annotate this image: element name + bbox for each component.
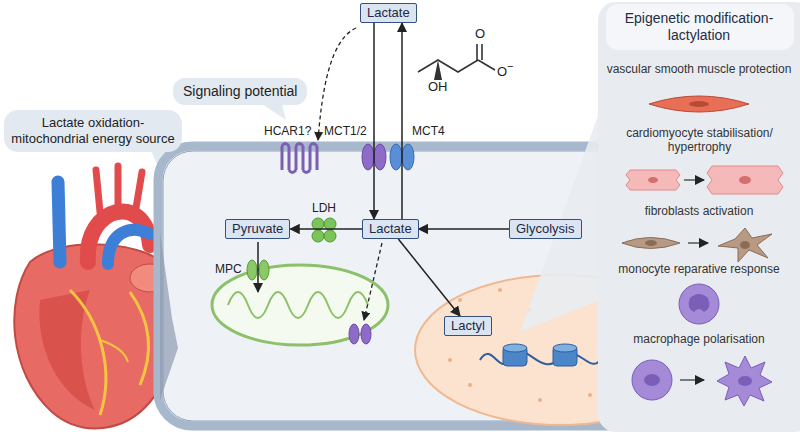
node-text: Lactyl [451,318,485,334]
cell-icon [718,228,772,262]
effect-label: macrophage polarisation [602,332,796,346]
flow-arrow [401,23,403,219]
cell-icon [626,170,680,190]
cell-icon [707,166,783,194]
callout-tail [262,104,286,120]
effect-label: cardiomyocyte stabilisation/ hypertrophy [612,126,787,154]
atom-label: O [475,27,485,41]
node-text: Lactate [369,221,412,237]
protein-label: MPC [215,262,242,276]
flow-arrow [373,23,375,219]
cell-icon [649,96,749,112]
zoom-wedge [160,232,178,400]
metabolite-box: Lactate [360,3,417,23]
effect-label: vascular smooth muscle protection [602,62,796,76]
cell-icon [717,356,772,406]
charge-sign: − [507,59,513,73]
receptor-icon [282,144,317,173]
protein-label: MCT1/2 [324,124,367,138]
panel-ground [598,2,800,432]
cell-icon [679,284,719,324]
flow-arrow [398,239,460,316]
node-text: Lactate oxidation- mitochondrial energy … [10,115,176,147]
node-text: Lactate [367,5,410,21]
atom-label: OH [428,80,448,94]
protein-label: MCT4 [412,124,445,138]
metabolite-box: Pyruvate [225,219,290,239]
cell-icon [632,360,672,400]
protein-label: HCAR1? [264,124,311,138]
effects-panel: Epigenetic modification- lactylation vasc… [598,0,800,434]
cell-icon [622,238,680,249]
lactate-structure [418,44,495,72]
node-text: Glycolysis [516,221,575,237]
metabolite-box: Lactate [362,219,419,239]
node-text: Pyruvate [232,221,283,237]
metabolite-box: Lactyl [444,316,492,336]
panel-heading: Epigenetic modification- lactylation [606,10,792,44]
mitochondrion [212,265,388,345]
node-text: Signaling potential [183,83,297,100]
panel-heading-ground [606,4,794,50]
flow-arrow [290,228,362,230]
process-box: Glycolysis [509,219,582,239]
effect-label: fibroblasts activation [602,204,796,218]
callout-bubble: Lactate oxidation- mitochondrial energy … [4,110,182,152]
enzyme-icon [312,218,336,242]
atom-label: O [497,65,507,79]
protein-label: LDH [312,201,336,215]
callout-bubble: Signaling potential [173,78,307,105]
effect-label: monocyte reparative response [602,262,796,276]
nucleosome-icon [503,344,577,366]
flow-arrow [419,228,509,230]
